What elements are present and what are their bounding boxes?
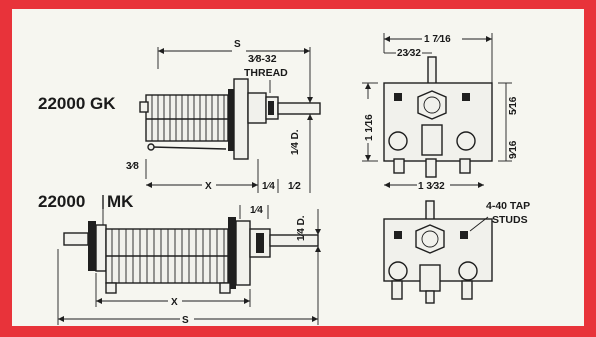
gk-half-dim: 1⁄2 xyxy=(288,181,301,192)
mk-front-view: 4-40 TAP STUDS xyxy=(383,200,530,304)
gk-thread-size: 3⁄8-32 xyxy=(248,53,277,65)
capacitor-drawing: S 3⁄8-32 THREAD xyxy=(38,33,530,326)
gk-bottom-width-dim: 1 3⁄32 xyxy=(418,181,445,192)
gk-model-label: 22000 GK xyxy=(38,94,116,113)
mk-model-suffix: MK xyxy=(107,192,134,211)
gk-right-split2-dim: 5⁄16 xyxy=(508,96,519,115)
gk-quarter-dim: 1⁄4 xyxy=(262,181,275,192)
gk-shaft-diameter: 1⁄4 D. xyxy=(290,129,301,155)
mk-studs-label: STUDS xyxy=(492,214,528,226)
mk-studs-size: 4-40 TAP xyxy=(486,200,530,212)
mk-s-dim: S xyxy=(182,315,189,326)
gk-width-dim: 1 7⁄16 xyxy=(424,34,451,45)
diagram-panel: S 3⁄8-32 THREAD xyxy=(12,9,584,326)
gk-left-end-dim: 3⁄8 xyxy=(126,161,139,172)
gk-height-dim: 1 1⁄16 xyxy=(364,114,375,141)
gk-x-dim: X xyxy=(205,181,212,192)
mk-x-dim: X xyxy=(171,297,178,308)
gk-right-split-dim: 9⁄16 xyxy=(508,140,519,159)
gk-side-view: S 3⁄8-32 THREAD xyxy=(38,39,321,193)
gk-front-view: 1 7⁄16 23⁄32 1 1⁄16 9⁄16 xyxy=(362,33,519,192)
gk-thread-label: THREAD xyxy=(244,67,288,79)
mk-model-prefix: 22000 xyxy=(38,192,85,211)
gk-offset-dim: 23⁄32 xyxy=(397,48,421,59)
mk-quarter-dim: 1⁄4 xyxy=(250,205,263,216)
mk-side-view: 22000 MK 1⁄4 xyxy=(38,192,321,326)
gk-s-dim: S xyxy=(234,39,241,50)
mk-shaft-diameter: 1⁄4 D. xyxy=(296,215,307,241)
